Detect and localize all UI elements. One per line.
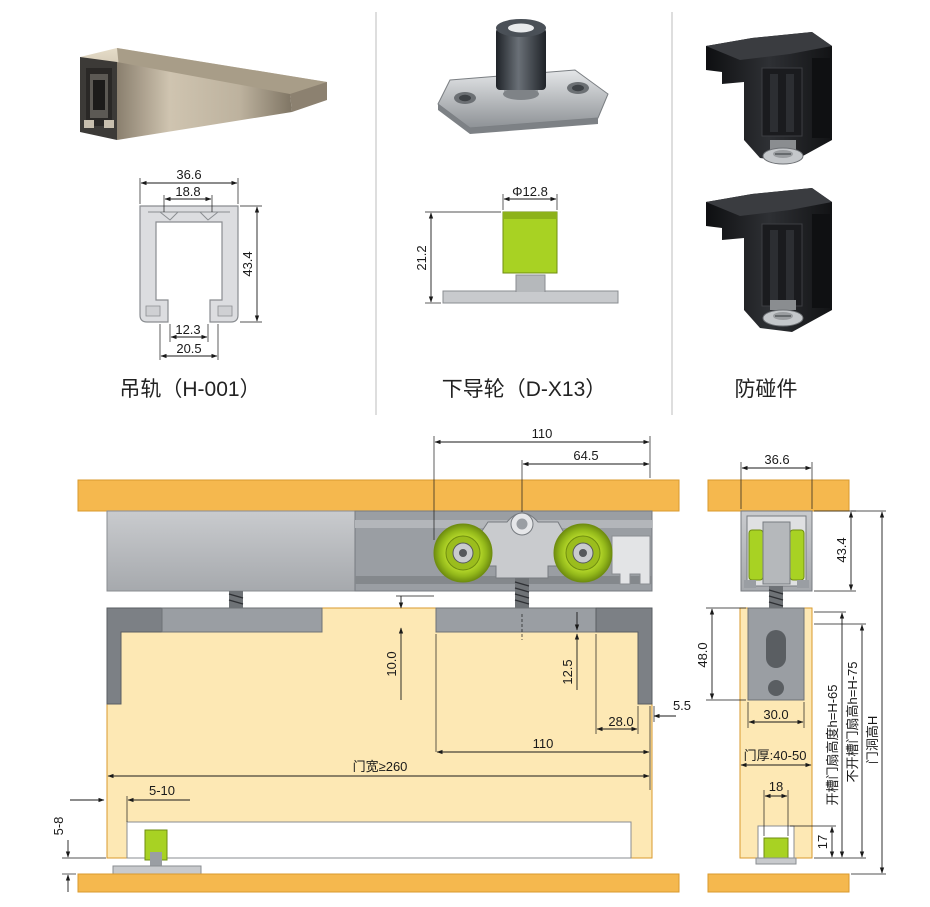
rail-bottom-label: 20.5 bbox=[176, 341, 201, 356]
roller-wheel-right bbox=[553, 523, 613, 583]
side-dim-17: 17 bbox=[815, 835, 830, 849]
side-dim-18: 18 bbox=[769, 779, 783, 794]
side-h-nongrooved: 不开槽门扇高h=H-75 bbox=[845, 662, 860, 783]
dim-10-0: 10.0 bbox=[384, 651, 399, 676]
dim-5-5: 5.5 bbox=[673, 698, 691, 713]
rail-width-label: 36.6 bbox=[176, 167, 201, 182]
front-dimensions: 110 64.5 10.0 12.5 28.0 5.5 110 门宽≥260 bbox=[51, 426, 691, 892]
dim-5-10: 5-10 bbox=[149, 783, 175, 798]
guide-diameter-label: Φ12.8 bbox=[512, 184, 548, 199]
floor-wood bbox=[77, 873, 680, 893]
rail-dimensions: 36.6 18.8 43.4 12.3 20.5 bbox=[139, 167, 262, 360]
dim-64-5: 64.5 bbox=[573, 448, 598, 463]
dim-12-5: 12.5 bbox=[560, 659, 575, 684]
side-elevation bbox=[707, 479, 850, 893]
dim-110-bottom: 110 bbox=[533, 736, 554, 751]
side-dim-48-0: 48.0 bbox=[695, 642, 710, 667]
top-wood bbox=[77, 479, 680, 512]
side-dimensions: 36.6 43.4 门洞高H 不开槽门扇高h=H-75 开槽门扇高度h=H-65… bbox=[695, 452, 886, 875]
side-door-thickness: 门厚:40-50 bbox=[744, 748, 807, 763]
bolt-left bbox=[228, 591, 244, 608]
side-h-grooved: 开槽门扇高度h=H-65 bbox=[825, 685, 840, 806]
side-dim-30-0: 30.0 bbox=[763, 707, 788, 722]
side-dim-43-4: 43.4 bbox=[834, 537, 849, 562]
guide-height-label: 21.2 bbox=[414, 245, 429, 270]
stopper-photo-top bbox=[706, 32, 832, 165]
dim-110-top: 110 bbox=[532, 426, 553, 441]
guide-wheel-drawing bbox=[442, 211, 619, 304]
caption-rail: 吊轨（H-001） bbox=[119, 378, 260, 401]
caption-stopper: 防碰件 bbox=[735, 378, 798, 401]
rail-profile-drawing bbox=[139, 205, 239, 323]
rail-slot-label: 18.8 bbox=[175, 184, 200, 199]
door-leaf bbox=[106, 607, 653, 859]
caption-guide-wheel: 下导轮（D-X13） bbox=[442, 378, 607, 401]
side-h-opening: 门洞高H bbox=[865, 716, 880, 764]
side-dim-36-6: 36.6 bbox=[764, 452, 789, 467]
dim-door-width: 门宽≥260 bbox=[353, 759, 408, 774]
dim-28-0: 28.0 bbox=[608, 714, 633, 729]
roller-wheel-left bbox=[433, 523, 493, 583]
bolt-center bbox=[514, 578, 530, 608]
rail-photo bbox=[80, 48, 327, 140]
rail-height-label: 43.4 bbox=[240, 251, 255, 276]
rail-gap-label: 12.3 bbox=[175, 322, 200, 337]
front-elevation bbox=[77, 479, 680, 893]
stopper-photo-bottom bbox=[706, 188, 832, 332]
guide-wheel-photo bbox=[437, 19, 609, 134]
guide-dimensions: Φ12.8 21.2 bbox=[414, 184, 558, 304]
dim-5-8: 5-8 bbox=[51, 817, 66, 836]
